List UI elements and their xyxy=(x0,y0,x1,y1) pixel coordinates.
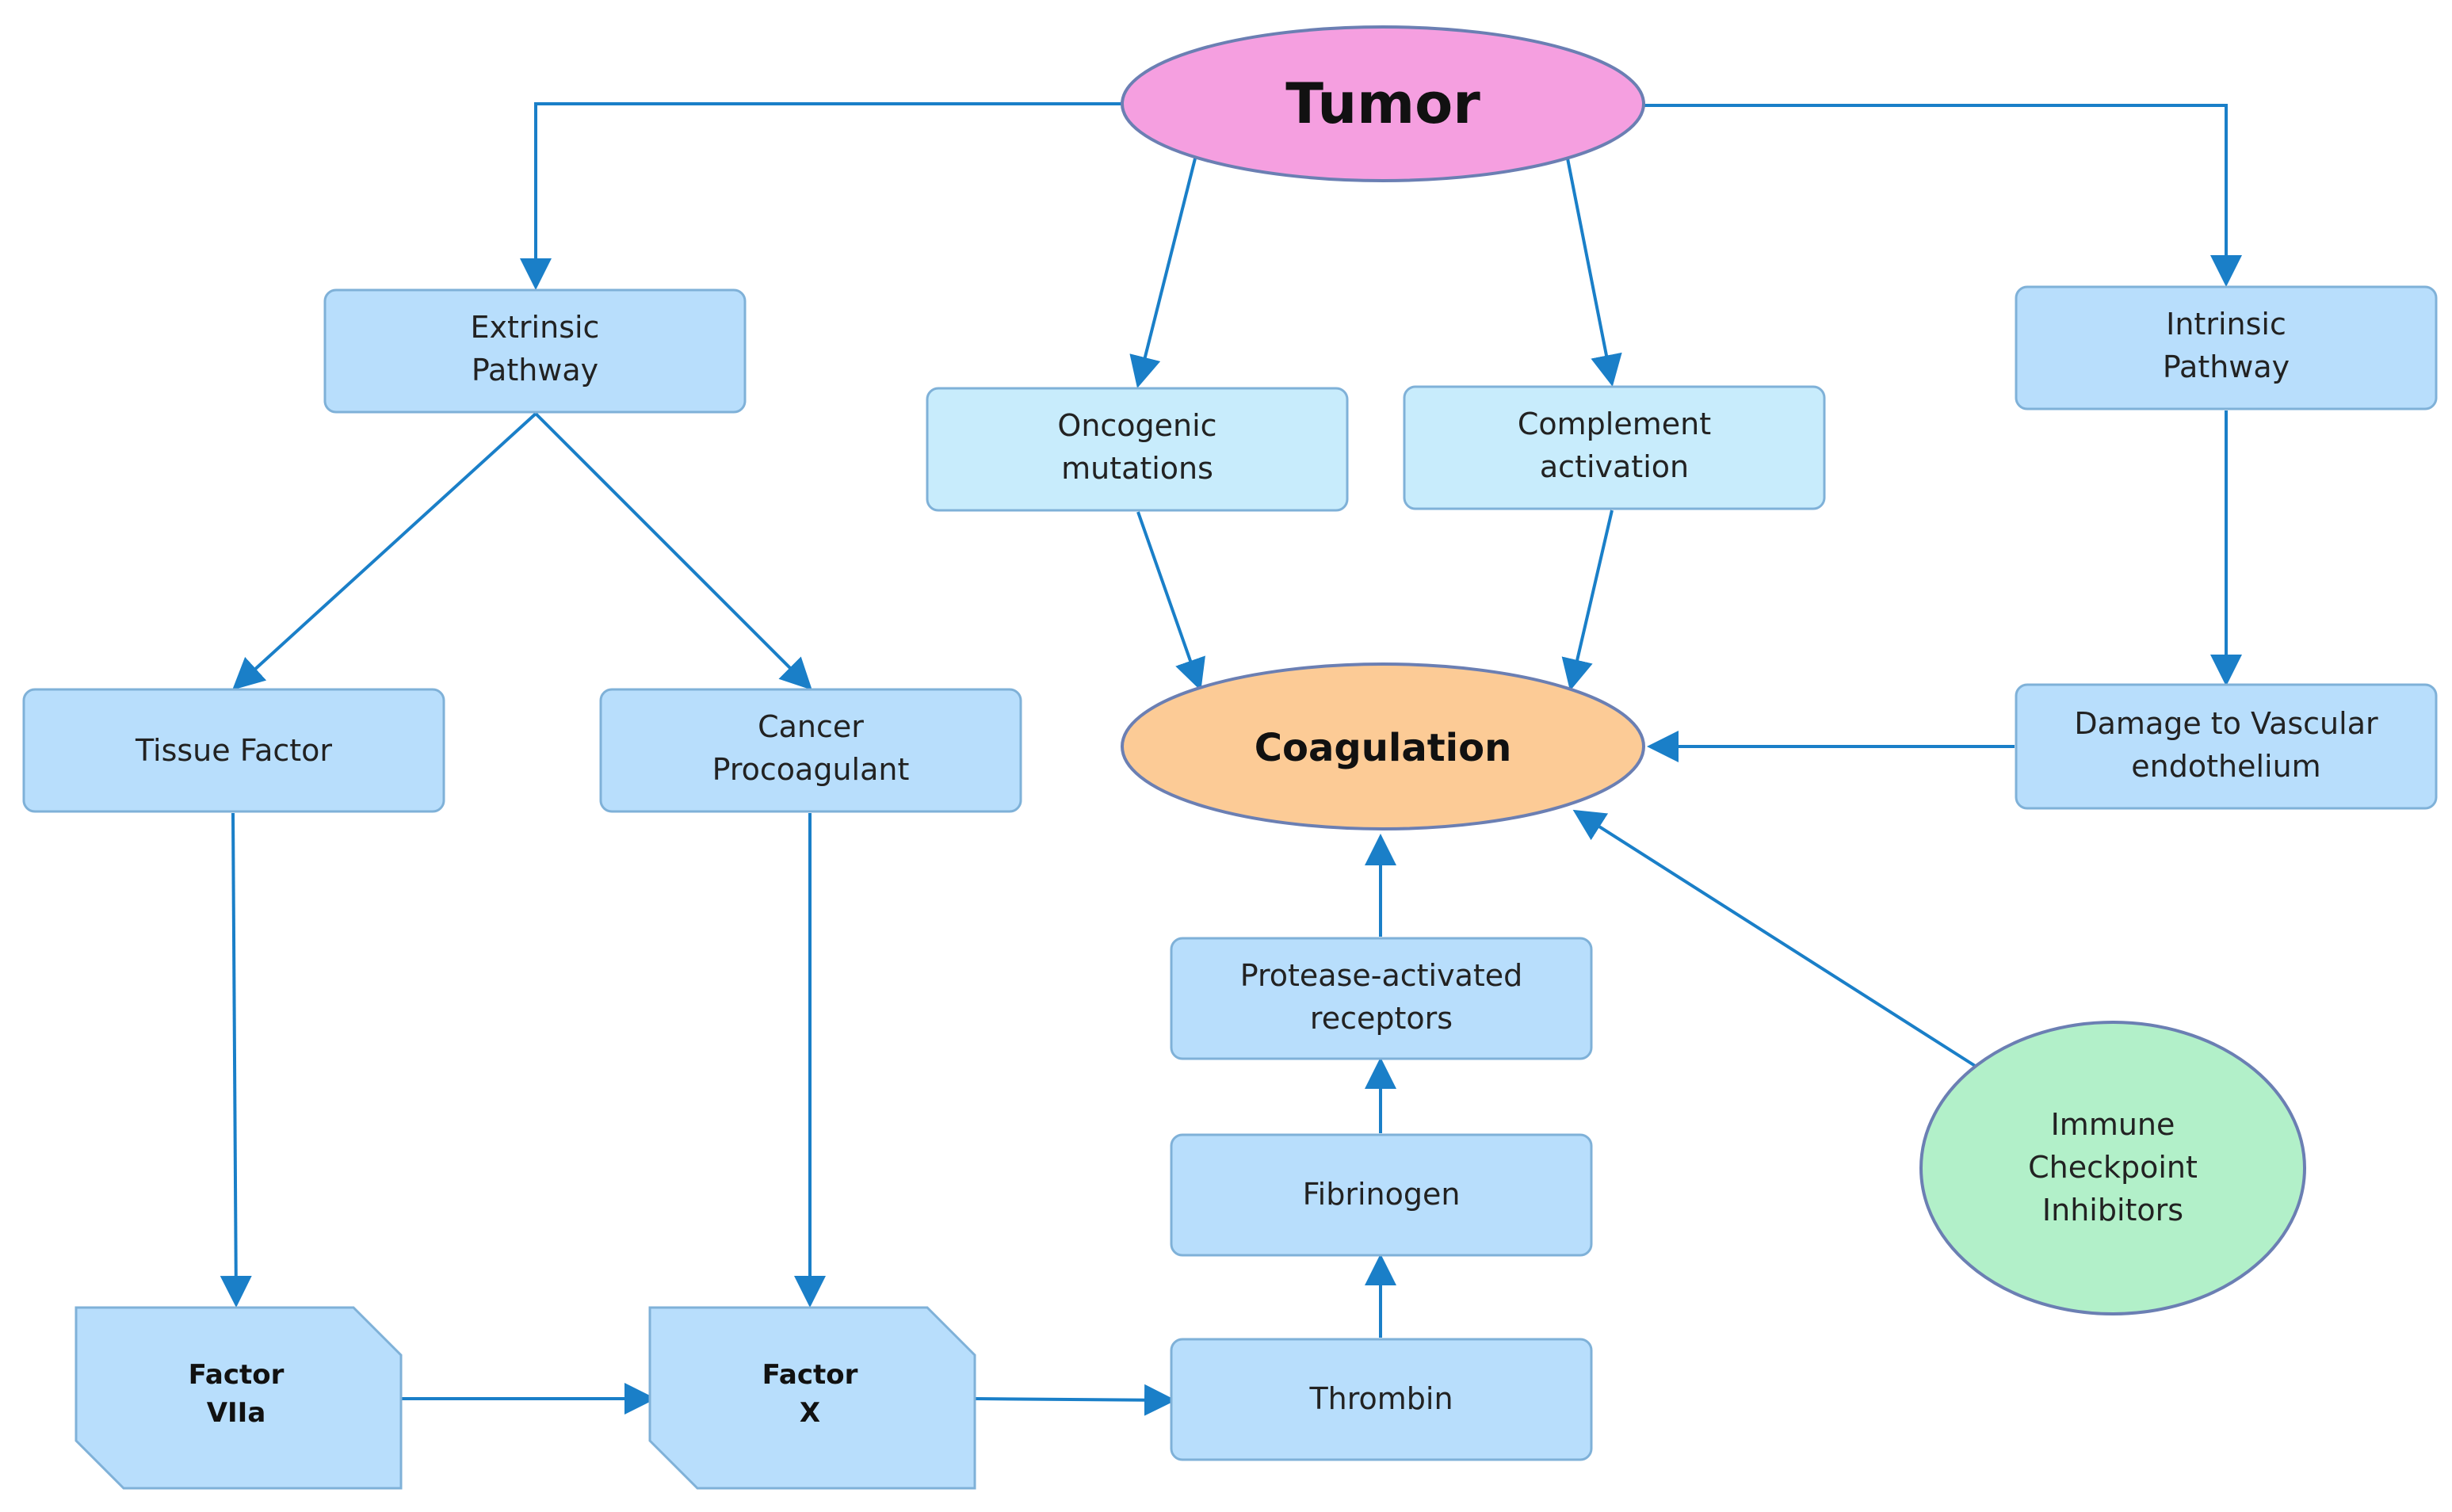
coagulation-label: Coagulation xyxy=(1255,726,1512,770)
edges xyxy=(220,102,2242,1416)
extrinsic-pathway-node: Extrinsic Pathway xyxy=(323,288,747,414)
cancer-procoagulant-node: Cancer Procoagulant xyxy=(599,688,1022,813)
edge-complement-to-coagulation xyxy=(1561,510,1614,691)
damage-label-line-1: Damage to Vascular xyxy=(2074,706,2378,741)
protease-activated-receptors-node: Protease-activated receptors xyxy=(1170,937,1593,1060)
immune-label-line-1: Immune xyxy=(2051,1107,2175,1142)
damage-vascular-endothelium-node: Damage to Vascular endothelium xyxy=(2015,683,2438,810)
immune-label-line-2: Checkpoint xyxy=(2028,1150,2198,1185)
factor-x-label-line-2: X xyxy=(800,1397,820,1429)
edge-factor-x-to-thrombin xyxy=(974,1384,1176,1416)
edge-tumor-to-intrinsic xyxy=(1644,104,2242,287)
immune-label-line-3: Inhibitors xyxy=(2042,1193,2183,1228)
edge-tumor-to-extrinsic xyxy=(520,102,1122,290)
factor-viia-label-line-2: VIIa xyxy=(207,1397,266,1429)
tumor-node: Tumor xyxy=(1121,25,1645,182)
cancer-procoagulant-label-line-2: Procoagulant xyxy=(712,752,910,787)
coagulation-node: Coagulation xyxy=(1121,662,1645,830)
damage-label-line-2: endothelium xyxy=(2131,749,2320,784)
immune-checkpoint-inhibitors-node: Immune Checkpoint Inhibitors xyxy=(1919,1021,2306,1315)
par-label-line-2: receptors xyxy=(1310,1001,1453,1036)
tumor-label: Tumor xyxy=(1285,71,1480,136)
oncogenic-label-line-1: Oncogenic xyxy=(1057,408,1216,443)
cancer-procoagulant-label-line-1: Cancer xyxy=(758,709,864,744)
complement-label-line-2: activation xyxy=(1540,449,1689,484)
tissue-factor-node: Tissue Factor xyxy=(22,688,445,813)
edge-tumor-to-complement xyxy=(1566,158,1622,387)
intrinsic-label-line-2: Pathway xyxy=(2163,349,2290,384)
edge-tissue-factor-to-factor-viia xyxy=(220,812,252,1308)
extrinsic-label-line-1: Extrinsic xyxy=(471,310,600,345)
tissue-factor-label: Tissue Factor xyxy=(135,733,332,768)
fibrinogen-label: Fibrinogen xyxy=(1303,1177,1461,1212)
factor-viia-node: Factor VIIa xyxy=(74,1306,403,1490)
edge-immune-to-coagulation xyxy=(1572,809,1983,1071)
complement-activation-node: Complement activation xyxy=(1403,385,1826,510)
edge-tumor-to-oncogenic xyxy=(1129,158,1197,388)
factor-x-label-line-1: Factor xyxy=(762,1359,858,1391)
intrinsic-label-line-1: Intrinsic xyxy=(2166,307,2286,342)
edge-extrinsic-to-cancer-procoagulant xyxy=(534,412,812,690)
edge-oncogenic-to-coagulation xyxy=(1136,511,1205,691)
factor-x-node: Factor X xyxy=(648,1306,976,1490)
fibrinogen-node: Fibrinogen xyxy=(1170,1133,1593,1257)
intrinsic-pathway-node: Intrinsic Pathway xyxy=(2015,285,2438,410)
thrombin-node: Thrombin xyxy=(1170,1338,1593,1461)
extrinsic-label-line-2: Pathway xyxy=(472,353,598,388)
edge-extrinsic-to-tissue-factor xyxy=(232,412,537,690)
factor-viia-label-line-1: Factor xyxy=(189,1359,285,1391)
thrombin-label: Thrombin xyxy=(1308,1381,1453,1416)
complement-label-line-1: Complement xyxy=(1518,407,1711,441)
oncogenic-mutations-node: Oncogenic mutations xyxy=(926,387,1349,512)
par-label-line-1: Protease-activated xyxy=(1240,958,1523,993)
oncogenic-label-line-2: mutations xyxy=(1061,451,1213,486)
